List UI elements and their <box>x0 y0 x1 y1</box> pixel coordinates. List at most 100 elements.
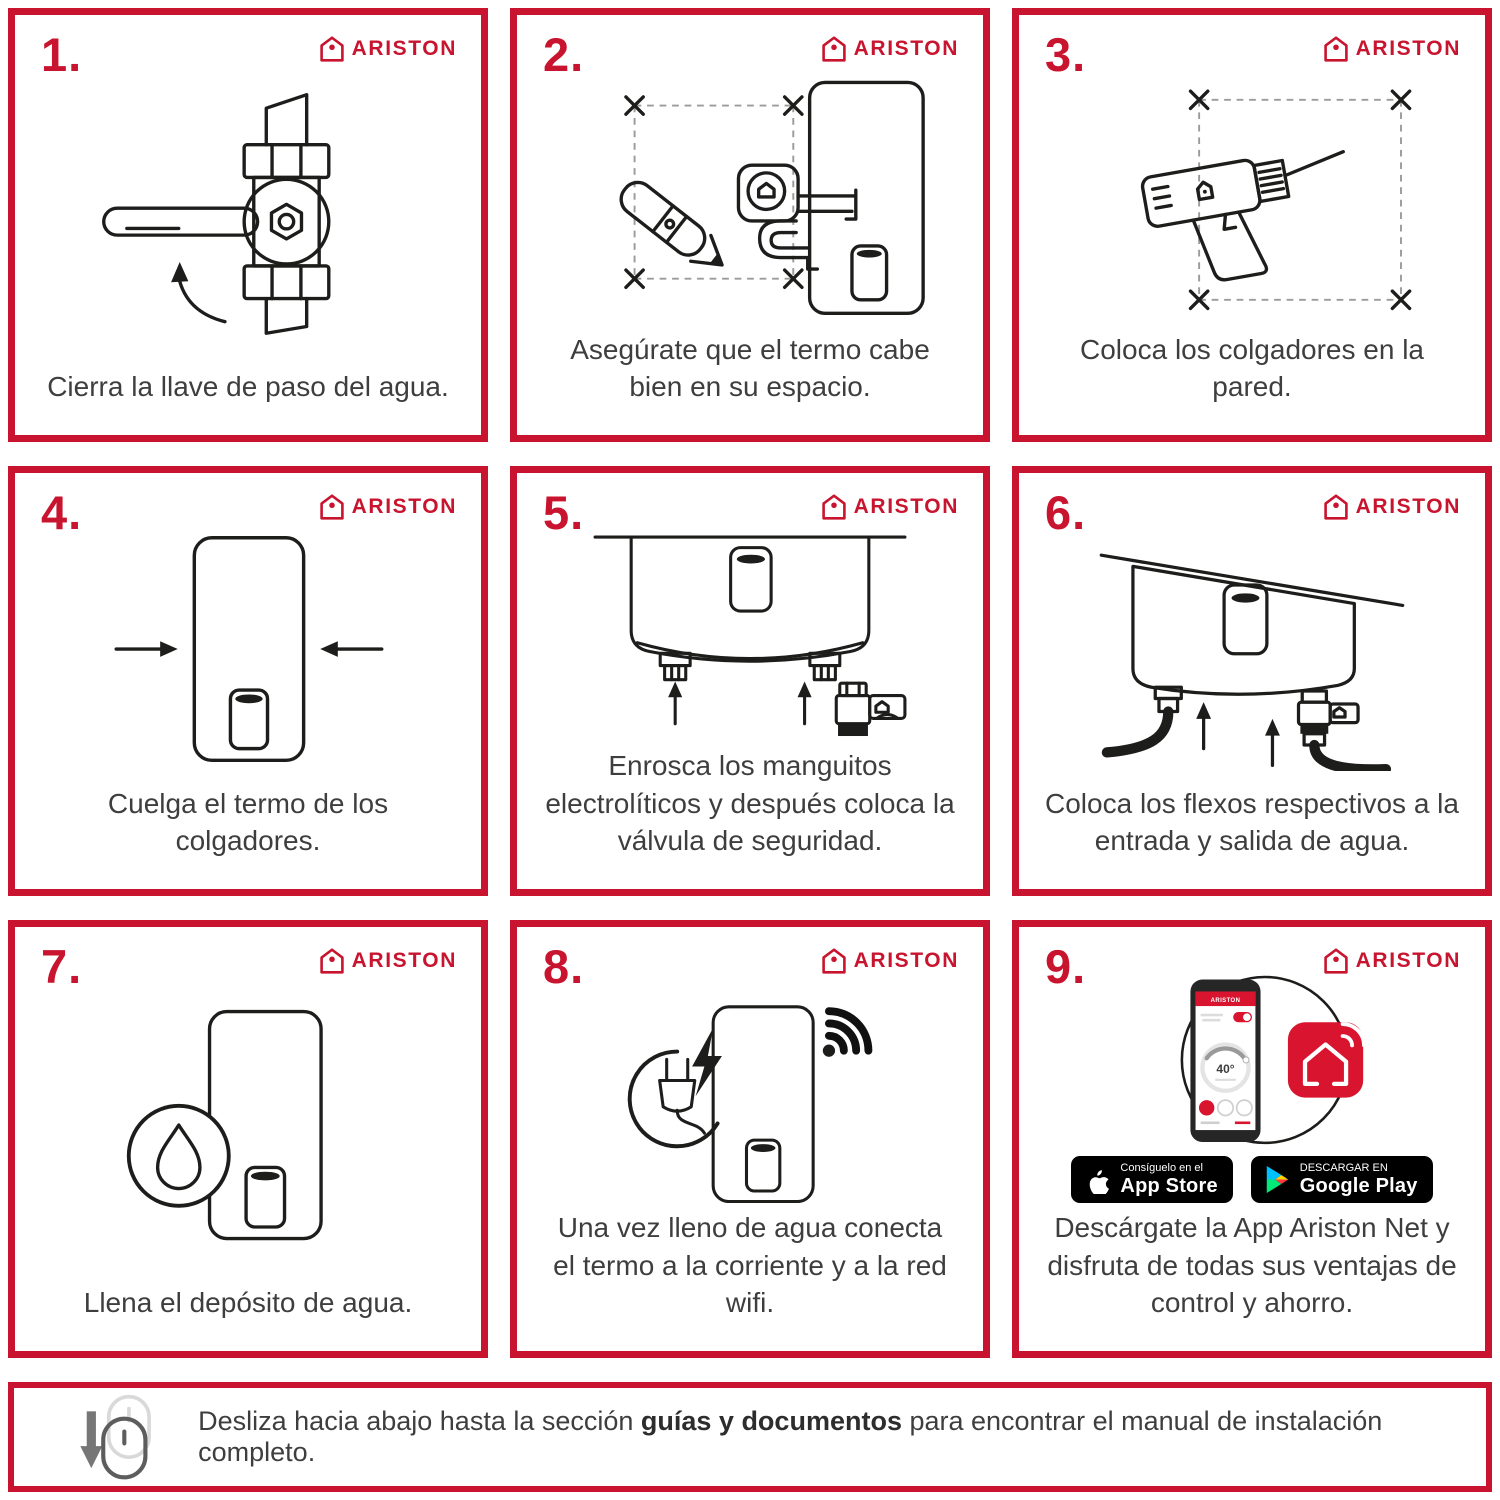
app-store-badge[interactable]: Consíguelo en el App Store <box>1071 1156 1233 1204</box>
phone-temperature: 40° <box>1216 1062 1234 1076</box>
ariston-house-icon <box>821 494 846 520</box>
footer-text-suffix: para encontrar el manual de instalación … <box>198 1406 1383 1467</box>
ariston-logo: ARISTON <box>319 493 457 521</box>
step-caption-5: Enrosca los manguitos electrolíticos y d… <box>545 750 955 856</box>
ariston-net-app-icon <box>1287 1022 1366 1098</box>
step-panel-1: 1. ARISTON <box>8 8 488 442</box>
google-play-badge[interactable]: DESCARGAR EN Google Play <box>1250 1156 1433 1204</box>
step-panel-7: 7. ARISTON Llena el depósito de agua. <box>8 920 488 1358</box>
ariston-logo-text: ARISTON <box>1355 495 1461 518</box>
google-play-badge-line2: Google Play <box>1299 1174 1418 1197</box>
ariston-logo-text: ARISTON <box>351 37 457 60</box>
step-caption-8: Una vez lleno de agua conecta el termo a… <box>553 1212 947 1318</box>
ariston-logo-text: ARISTON <box>1355 949 1461 972</box>
ariston-house-icon <box>1323 948 1348 974</box>
step-caption-7: Llena el depósito de agua. <box>83 1286 413 1318</box>
water-heater-outline <box>207 1010 323 1241</box>
step-number-8: 8. <box>543 940 585 993</box>
wifi-icon <box>822 1007 873 1057</box>
dashed-guide-rect <box>1188 89 1412 310</box>
water-heater-outline <box>807 80 925 315</box>
ariston-logo: ARISTON <box>1323 493 1461 521</box>
step-number-4: 4. <box>41 486 83 539</box>
step-caption-3: Coloca los colgadores en la pared. <box>1080 333 1424 402</box>
step-caption-4: Cuelga el termo de los colgadores. <box>107 787 389 856</box>
step-panel-5: 5. ARISTON <box>510 466 990 896</box>
footer-text-bold: guías y documentos <box>640 1406 902 1436</box>
step-panel-2: 2. ARISTON <box>510 8 990 442</box>
ariston-logo: ARISTON <box>1323 35 1461 63</box>
water-drop-icon <box>126 1104 231 1209</box>
step-panel-6: 6. ARISTON <box>1012 466 1492 896</box>
ariston-house-icon <box>319 948 344 974</box>
step-panel-9: 9. ARISTON ARISTON <box>1012 920 1492 1358</box>
safety-valve-icon <box>834 681 907 737</box>
pipe-valve-icon <box>102 93 331 336</box>
ariston-house-icon <box>319 494 344 520</box>
x-marks <box>624 94 804 289</box>
ariston-logo-text: ARISTON <box>351 949 457 972</box>
push-arrows <box>114 641 384 657</box>
ariston-house-icon <box>319 36 344 62</box>
illustration-app: ARISTON 40° <box>1019 927 1485 1204</box>
step-caption-9: Descárgate la App Ariston Net y disfruta… <box>1047 1212 1457 1318</box>
ariston-logo-text: ARISTON <box>1355 37 1461 60</box>
ariston-logo: ARISTON <box>319 947 457 975</box>
phone-app-header: ARISTON <box>1211 998 1241 1004</box>
water-heater-bottom-view <box>629 535 871 663</box>
footer-text: Desliza hacia abajo hasta la sección guí… <box>198 1406 1452 1468</box>
store-badges: Consíguelo en el App Store DESCARGAR EN … <box>1071 1156 1433 1204</box>
illustration-fill-tank <box>15 927 481 1278</box>
step-number-2: 2. <box>543 28 585 81</box>
app-store-badge-line1: Consíguelo en el <box>1120 1162 1203 1175</box>
footer-text-prefix: Desliza hacia abajo hasta la sección <box>198 1406 641 1436</box>
down-arrow-icon <box>80 1411 103 1469</box>
ariston-logo: ARISTON <box>319 35 457 63</box>
water-heater-outline <box>192 535 306 762</box>
water-heater-angled <box>1131 564 1356 696</box>
apple-logo-icon <box>1090 1169 1110 1194</box>
ariston-logo-text: ARISTON <box>853 949 959 972</box>
illustration-shutoff-valve <box>15 15 481 362</box>
water-heater-outline <box>711 1005 815 1204</box>
ariston-logo: ARISTON <box>821 947 959 975</box>
illustration-flex-hoses <box>1019 473 1485 779</box>
step-caption-6: Coloca los flexos respectivos a la entra… <box>1045 787 1459 856</box>
step-number-9: 9. <box>1045 940 1087 993</box>
step-panel-8: 8. ARISTON <box>510 920 990 1358</box>
footer-note: Desliza hacia abajo hasta la sección guí… <box>8 1382 1492 1492</box>
inlet-sleeve-and-hose <box>1101 685 1183 758</box>
app-store-badge-line2: App Store <box>1120 1174 1218 1197</box>
ariston-house-icon <box>821 36 846 62</box>
tape-measure-icon <box>736 163 858 271</box>
ariston-house-icon <box>1323 36 1348 62</box>
illustration-hang-heater <box>15 473 481 779</box>
illustration-sleeves-safety-valve <box>517 473 983 741</box>
x-marks <box>1188 89 1412 310</box>
sloped-ceiling-line <box>1099 553 1405 607</box>
step-panel-3: 3. ARISTON <box>1012 8 1492 442</box>
step-number-1: 1. <box>41 28 83 81</box>
pencil-icon <box>619 180 724 267</box>
ariston-house-icon <box>1323 494 1348 520</box>
electrolytic-sleeves <box>658 651 842 682</box>
outlet-valve-and-hose <box>1296 689 1392 771</box>
step-number-5: 5. <box>543 486 585 539</box>
ariston-logo: ARISTON <box>1323 947 1461 975</box>
illustration-power-wifi <box>517 927 983 1204</box>
illustration-measure-space <box>517 15 983 325</box>
lightning-icon <box>692 1027 722 1097</box>
step-panel-4: 4. ARISTON Cuelga el termo de los colgad… <box>8 466 488 896</box>
google-play-badge-line1: DESCARGAR EN <box>1299 1162 1388 1175</box>
step-number-7: 7. <box>41 940 83 993</box>
ariston-logo-text: ARISTON <box>853 37 959 60</box>
plug-icon <box>627 1027 722 1149</box>
up-arrows <box>1196 701 1280 767</box>
ariston-logo: ARISTON <box>821 35 959 63</box>
ariston-house-icon <box>821 948 846 974</box>
illustration-drill-wall <box>1019 15 1485 325</box>
step-caption-1: Cierra la llave de paso del agua. <box>47 370 449 402</box>
drill-icon <box>1140 149 1345 282</box>
scroll-mouse-icon <box>80 1394 151 1480</box>
